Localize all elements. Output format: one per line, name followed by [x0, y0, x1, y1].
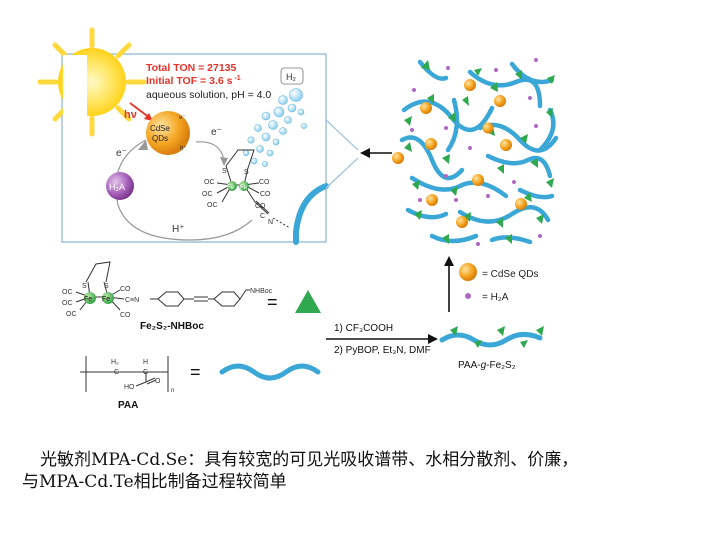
- h2a-molecule: [106, 172, 134, 200]
- complex-fe-2: Fe: [102, 296, 110, 303]
- complex-oc-1: OC: [62, 289, 73, 296]
- complex-cn: C≡N: [125, 297, 139, 304]
- electron-flow-arrow: [195, 141, 225, 161]
- panel-fe-atom-2: Fe: [240, 185, 248, 191]
- assembled-network: [392, 58, 559, 246]
- h2-bubbles: [242, 88, 307, 167]
- complex-co-1: CO: [120, 286, 131, 293]
- paa-n: n: [171, 388, 174, 394]
- qd-label-cd: Cd: [150, 124, 160, 133]
- reaction-arrow-head: [428, 334, 438, 344]
- legend-h2a-label: = H₂A: [482, 292, 509, 303]
- qd-label-qds: QDs: [152, 134, 168, 143]
- paa-c1: C: [114, 369, 119, 376]
- fe2s2-symbol-triangle: [295, 290, 321, 313]
- panel-co-3: CO: [255, 203, 266, 210]
- h2-badge: [280, 67, 304, 85]
- complex-oc-3: OC: [66, 311, 77, 318]
- caption: 光敏剂MPA-Cd.Se：具有较宽的可见光吸收谱带、水相分散剂、价廉， 与MPA…: [22, 449, 700, 493]
- panel-oc-2: OC: [202, 191, 213, 198]
- paa-o: O: [155, 378, 161, 385]
- initial-tof-label: Initial TOF = 3.6 s-1: [146, 75, 241, 87]
- qd-label-se: Se: [160, 124, 170, 133]
- panel-s-atom-2: S: [244, 169, 249, 176]
- paa-name: PAA: [118, 400, 138, 411]
- paa-polymer-wave: [219, 363, 321, 381]
- h2-label: H₂: [286, 72, 296, 82]
- tof-exponent: -1: [234, 75, 240, 82]
- paa-ho: HO: [124, 384, 135, 391]
- caption-line-1: 光敏剂MPA-Cd.Se：具有较宽的可见光吸收谱带、水相分散剂、价廉，: [40, 450, 579, 470]
- solution-label: aqueous solution, pH = 4.0: [146, 89, 271, 101]
- complex-oc-2: OC: [62, 300, 73, 307]
- product-name-prefix: PAA-: [458, 360, 481, 371]
- catalyst-structure-panel: S S Fe Fe OC OC OC CO CO CO C N: [202, 149, 291, 229]
- complex-nhboc: NHBoc: [250, 288, 273, 295]
- complex-fe-1: Fe: [84, 296, 92, 303]
- cdse-qd-particle: [146, 111, 190, 155]
- legend-h2a-swatch: [465, 293, 471, 299]
- legend-qd-swatch: [459, 263, 477, 281]
- reaction-step-1: 1) CF₃COOH: [334, 323, 393, 334]
- product-name-g: g: [481, 360, 487, 371]
- panel-polymer-strand: [293, 183, 329, 245]
- complex-equals: =: [267, 292, 278, 312]
- complex-co-2: CO: [120, 312, 131, 319]
- proton-label: H⁺: [172, 224, 185, 235]
- qd-electron: e⁻: [179, 115, 186, 121]
- product-name-suffix: -Fe₂S₂: [486, 360, 516, 371]
- tof-prefix: Initial TOF = 3.6 s: [146, 75, 233, 87]
- zoom-arrow-head: [360, 148, 370, 158]
- paa-equals: =: [190, 362, 201, 382]
- panel-oc-1: OC: [204, 179, 215, 186]
- assembly-arrow-head: [444, 256, 454, 266]
- panel-oc-3: OC: [207, 202, 218, 209]
- paa-h: H: [143, 359, 148, 366]
- mechanism-panel: Total TON = 27135 Initial TOF = 3.6 s-1 …: [37, 27, 359, 245]
- reaction-step-2: 2) PyBOP, Et₃N, DMF: [334, 345, 431, 356]
- legend-qd-label: = CdSe QDs: [482, 269, 538, 280]
- h2a-label: H₂A: [109, 182, 125, 192]
- complex-s-1: S: [82, 283, 87, 290]
- panel-fe-atom-1: Fe: [227, 185, 235, 191]
- product-triangles: [450, 326, 544, 348]
- panel-s-atom-1: S: [222, 168, 227, 175]
- complex-name: Fe₂S₂-NHBoc: [140, 321, 204, 332]
- paa-h2: H₂: [111, 359, 119, 366]
- callout-line-top: [325, 119, 359, 151]
- callout-line-bottom: [325, 157, 359, 189]
- caption-line-2: 与MPA-Cd.Te相比制备过程较简单: [22, 472, 287, 492]
- qd-hole: h⁺: [180, 145, 187, 152]
- hv-label: hν: [124, 109, 137, 121]
- panel-c-atom: C: [260, 213, 265, 220]
- total-ton-label: Total TON = 27135: [146, 62, 237, 74]
- panel-co-2: CO: [260, 191, 271, 198]
- paa-c2: C: [143, 369, 148, 376]
- paa-structure: [80, 356, 169, 392]
- catalytic-cycle-arc: [115, 139, 253, 241]
- product-polymer-wave: [439, 332, 543, 348]
- panel-n-atom: N: [268, 219, 273, 226]
- legend: = CdSe QDs = H₂A: [459, 263, 538, 303]
- panel-co-1: CO: [259, 179, 270, 186]
- electron-label-left: e⁻: [116, 148, 127, 159]
- complex-s-2: S: [104, 283, 109, 290]
- light-arrow: [129, 102, 151, 119]
- electron-label-right: e⁻: [211, 127, 222, 138]
- product-name: PAA-g-Fe₂S₂: [458, 360, 516, 371]
